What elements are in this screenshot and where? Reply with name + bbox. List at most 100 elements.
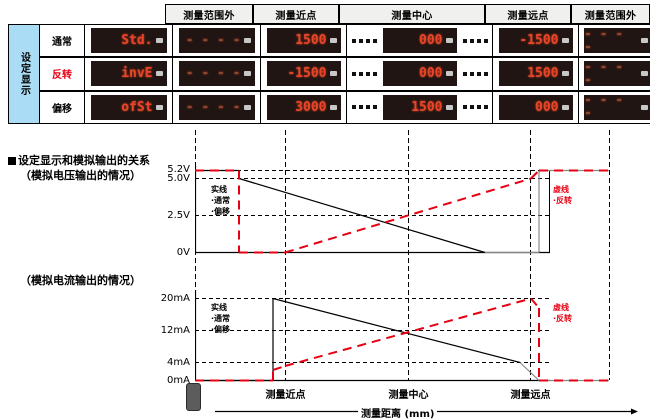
i-ytick-4: 4mA	[167, 357, 190, 368]
cell-out-of-range-near-normal: - - - -	[173, 24, 261, 58]
led-display: - - - -	[584, 93, 650, 122]
led-display: 1500	[498, 61, 573, 87]
cell-out-of-range-far-normal: - - - -	[579, 24, 650, 58]
led-value: - - - -	[185, 99, 241, 115]
row-label-offset: 偏移	[40, 90, 85, 124]
led-value: -1500	[519, 33, 559, 49]
column-header-far-point: 测量远点	[485, 4, 571, 24]
led-unit-indicator	[641, 38, 648, 44]
cell-out-of-range-far-offset: - - - -	[579, 90, 650, 124]
led-display: 000	[498, 94, 573, 120]
xtick-near-point: 测量近点	[265, 390, 306, 401]
ellipsis-dots-left	[351, 105, 377, 110]
led-value: invE	[121, 66, 153, 82]
led-unit-indicator	[243, 38, 251, 44]
led-unit-indicator	[243, 104, 251, 110]
led-unit-indicator	[561, 104, 569, 110]
led-unit-indicator	[641, 71, 648, 77]
ellipsis-dots-right	[462, 71, 488, 76]
led-display: -1500	[266, 61, 341, 87]
v-legend-solid: 实线 ·通常 ·偏移	[211, 185, 230, 217]
table-body: 设定显示 通常 Std. - - - - 1500	[8, 24, 650, 124]
column-header-out-of-range-near: 测量范围外	[165, 4, 253, 24]
i-legend-solid-item-0: ·通常	[211, 313, 231, 323]
v-ytick-5_2: 5.2V	[167, 164, 190, 175]
v-legend-solid-item-0: ·通常	[211, 195, 231, 205]
led-value: 1500	[295, 33, 327, 49]
cell-out-of-range-near-offset: - - - -	[173, 90, 261, 124]
led-display: 000	[382, 61, 457, 87]
ellipsis-dots-left	[351, 71, 377, 76]
row-label-inverted: 反转	[40, 57, 85, 91]
led-value: 000	[535, 99, 559, 115]
row-label-normal: 通常	[40, 24, 85, 58]
led-unit-indicator	[561, 38, 569, 44]
cell-far-point-normal: -1500	[493, 24, 579, 58]
sensor-icon	[186, 383, 201, 411]
led-display: 1500	[266, 28, 341, 54]
led-display: Std.	[90, 28, 167, 54]
led-unit-indicator	[445, 38, 453, 44]
cell-mode-display-inverted: invE	[85, 57, 173, 91]
cell-mode-display-offset: ofSt	[85, 90, 173, 124]
led-value: Std.	[121, 33, 153, 49]
section-heading: 设定显示和模拟输出的关系	[8, 152, 150, 168]
xtick-center: 测量中心	[388, 390, 429, 401]
i-ytick-0: 0mA	[167, 375, 190, 386]
v-legend-dashed: 虚线 ·反转	[553, 185, 572, 207]
v-ytick-2_5: 2.5V	[167, 210, 190, 221]
xtick-far-point: 测量远点	[510, 390, 551, 401]
i-legend-solid-item-1: ·偏移	[211, 324, 231, 334]
analog-output-charts: 5.2V 5.0V 2.5V 0V 20mA 12mA 4mA 0mA 实线 ·…	[161, 130, 650, 420]
cell-center-normal: 000	[347, 24, 493, 58]
v-legend-dashed-item-0: ·反转	[553, 195, 573, 205]
led-unit-indicator	[243, 71, 251, 77]
led-value: 1500	[411, 99, 443, 115]
led-display: - - - -	[178, 61, 255, 87]
led-unit-indicator	[445, 104, 453, 110]
i-ytick-12: 12mA	[160, 325, 190, 336]
i-legend-solid: 实线 ·通常 ·偏移	[211, 303, 230, 335]
led-display: 3000	[266, 94, 341, 120]
ellipsis-dots-right	[462, 105, 488, 110]
ellipsis-dots-left	[351, 38, 377, 43]
v-legend-solid-title: 实线	[211, 185, 227, 194]
i-series-dashed	[195, 297, 609, 382]
led-value: - - - -	[185, 33, 241, 49]
led-unit-indicator	[641, 104, 648, 110]
v-ytick-0: 0V	[176, 247, 190, 258]
v-legend-dashed-title: 虚线	[553, 185, 569, 194]
i-ytick-20: 20mA	[160, 293, 190, 304]
cell-mode-display-normal: Std.	[85, 24, 173, 58]
cell-near-point-offset: 3000	[261, 90, 347, 124]
led-display: - - - -	[178, 28, 255, 54]
led-value: 000	[419, 33, 443, 49]
led-value: - - - -	[584, 93, 624, 122]
v-legend-solid-item-1: ·偏移	[211, 206, 231, 216]
i-legend-dashed-title: 虚线	[553, 303, 569, 312]
ellipsis-dots-right	[462, 38, 488, 43]
led-unit-indicator	[155, 71, 163, 77]
column-header-out-of-range-far: 测量范围外	[571, 4, 650, 24]
subheading-voltage: （模拟电压输出的情况）	[20, 169, 141, 182]
led-unit-indicator	[155, 104, 163, 110]
cell-near-point-normal: 1500	[261, 24, 347, 58]
cell-far-point-inverted: 1500	[493, 57, 579, 91]
led-value: 3000	[295, 99, 327, 115]
led-unit-indicator	[445, 71, 453, 77]
cell-out-of-range-near-inverted: - - - -	[173, 57, 261, 91]
led-unit-indicator	[329, 104, 337, 110]
led-unit-indicator	[329, 38, 337, 44]
led-unit-indicator	[561, 71, 569, 77]
led-value: - - - -	[185, 66, 241, 82]
cell-center-inverted: 000	[347, 57, 493, 91]
led-display: 1500	[382, 94, 457, 120]
led-display: -1500	[498, 28, 573, 54]
led-display: - - - -	[584, 28, 650, 54]
section-heading-text: 设定显示和模拟输出的关系	[18, 154, 150, 167]
led-value: 1500	[527, 66, 559, 82]
led-display: invE	[90, 61, 167, 87]
column-header-near-point: 测量近点	[253, 4, 339, 24]
led-value: - - - -	[584, 59, 624, 88]
